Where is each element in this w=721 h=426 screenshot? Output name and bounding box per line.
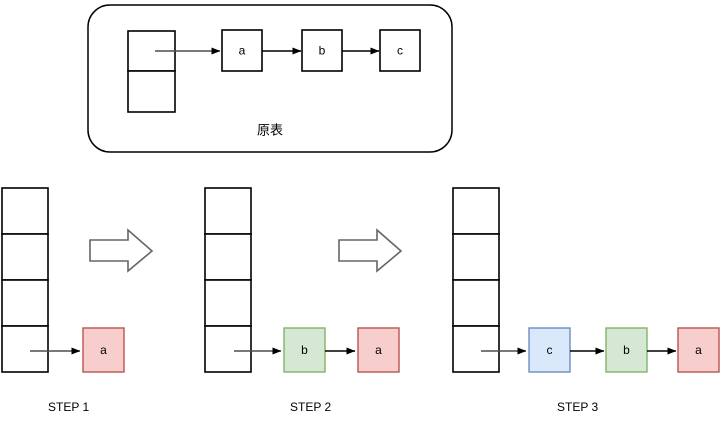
step-3-table [452,187,500,373]
step-1-cell-2 [1,279,49,327]
block-arrow-2 [338,228,403,273]
step-3-node-c: c [528,327,571,373]
step-2-cell-0 [204,187,252,235]
original-node-a: a [221,29,263,72]
step-2-cell-3 [204,325,252,373]
step-3-node-b-box [605,327,648,373]
step-1-cell-3 [1,325,49,373]
step-1-cell-0 [1,187,49,235]
step-2-node-b-label: b [301,343,308,357]
step-3-cell-2 [452,279,500,327]
step-2-node-a-box [357,327,400,373]
step-1-node-a-label: a [100,343,107,357]
original-node-c-label: c [397,44,403,58]
step-1-node-a: a [82,327,125,373]
original-node-a-box [221,29,263,72]
step-3-node-a-label: a [695,343,702,357]
step-3-node-c-box [528,327,571,373]
step-3-cell-3 [452,325,500,373]
head-pointer-box [127,30,176,113]
step-3-node-a-box [677,327,720,373]
step-2-node-a-label: a [375,343,382,357]
step-2-node-a: a [357,327,400,373]
original-node-b: b [301,29,343,72]
original-node-c-box [379,29,421,72]
step-1-group: a STEP 1 [1,187,125,414]
original-list-container [87,4,453,153]
step-2-node-b: b [283,327,326,373]
step-3-node-b-label: b [623,343,630,357]
step-3-group: c b a STEP 3 [452,187,720,414]
original-node-b-box [301,29,343,72]
original-list-panel: a b c 原表 [87,4,453,153]
step-1-label: STEP 1 [48,400,89,414]
step-3-node-c-label: c [547,343,553,357]
step-2-cell-2 [204,279,252,327]
step-2-node-b-box [283,327,326,373]
step-1-table [1,187,49,373]
step-1-cell-1 [1,233,49,281]
step-2-label: STEP 2 [290,400,331,414]
original-node-a-label: a [239,44,246,58]
head-pointer-cell-bottom [127,70,176,113]
original-node-b-label: b [319,44,326,58]
step-2-group: b a STEP 2 [204,187,400,414]
step-3-node-a: a [677,327,720,373]
original-node-c: c [379,29,421,72]
step-3-node-b: b [605,327,648,373]
original-list-caption: 原表 [257,124,283,139]
step-3-cell-0 [452,187,500,235]
step-2-table [204,187,252,373]
block-arrow-1 [89,228,154,273]
step-1-node-a-box [82,327,125,373]
step-3-cell-1 [452,233,500,281]
step-2-cell-1 [204,233,252,281]
step-3-label: STEP 3 [557,400,598,414]
